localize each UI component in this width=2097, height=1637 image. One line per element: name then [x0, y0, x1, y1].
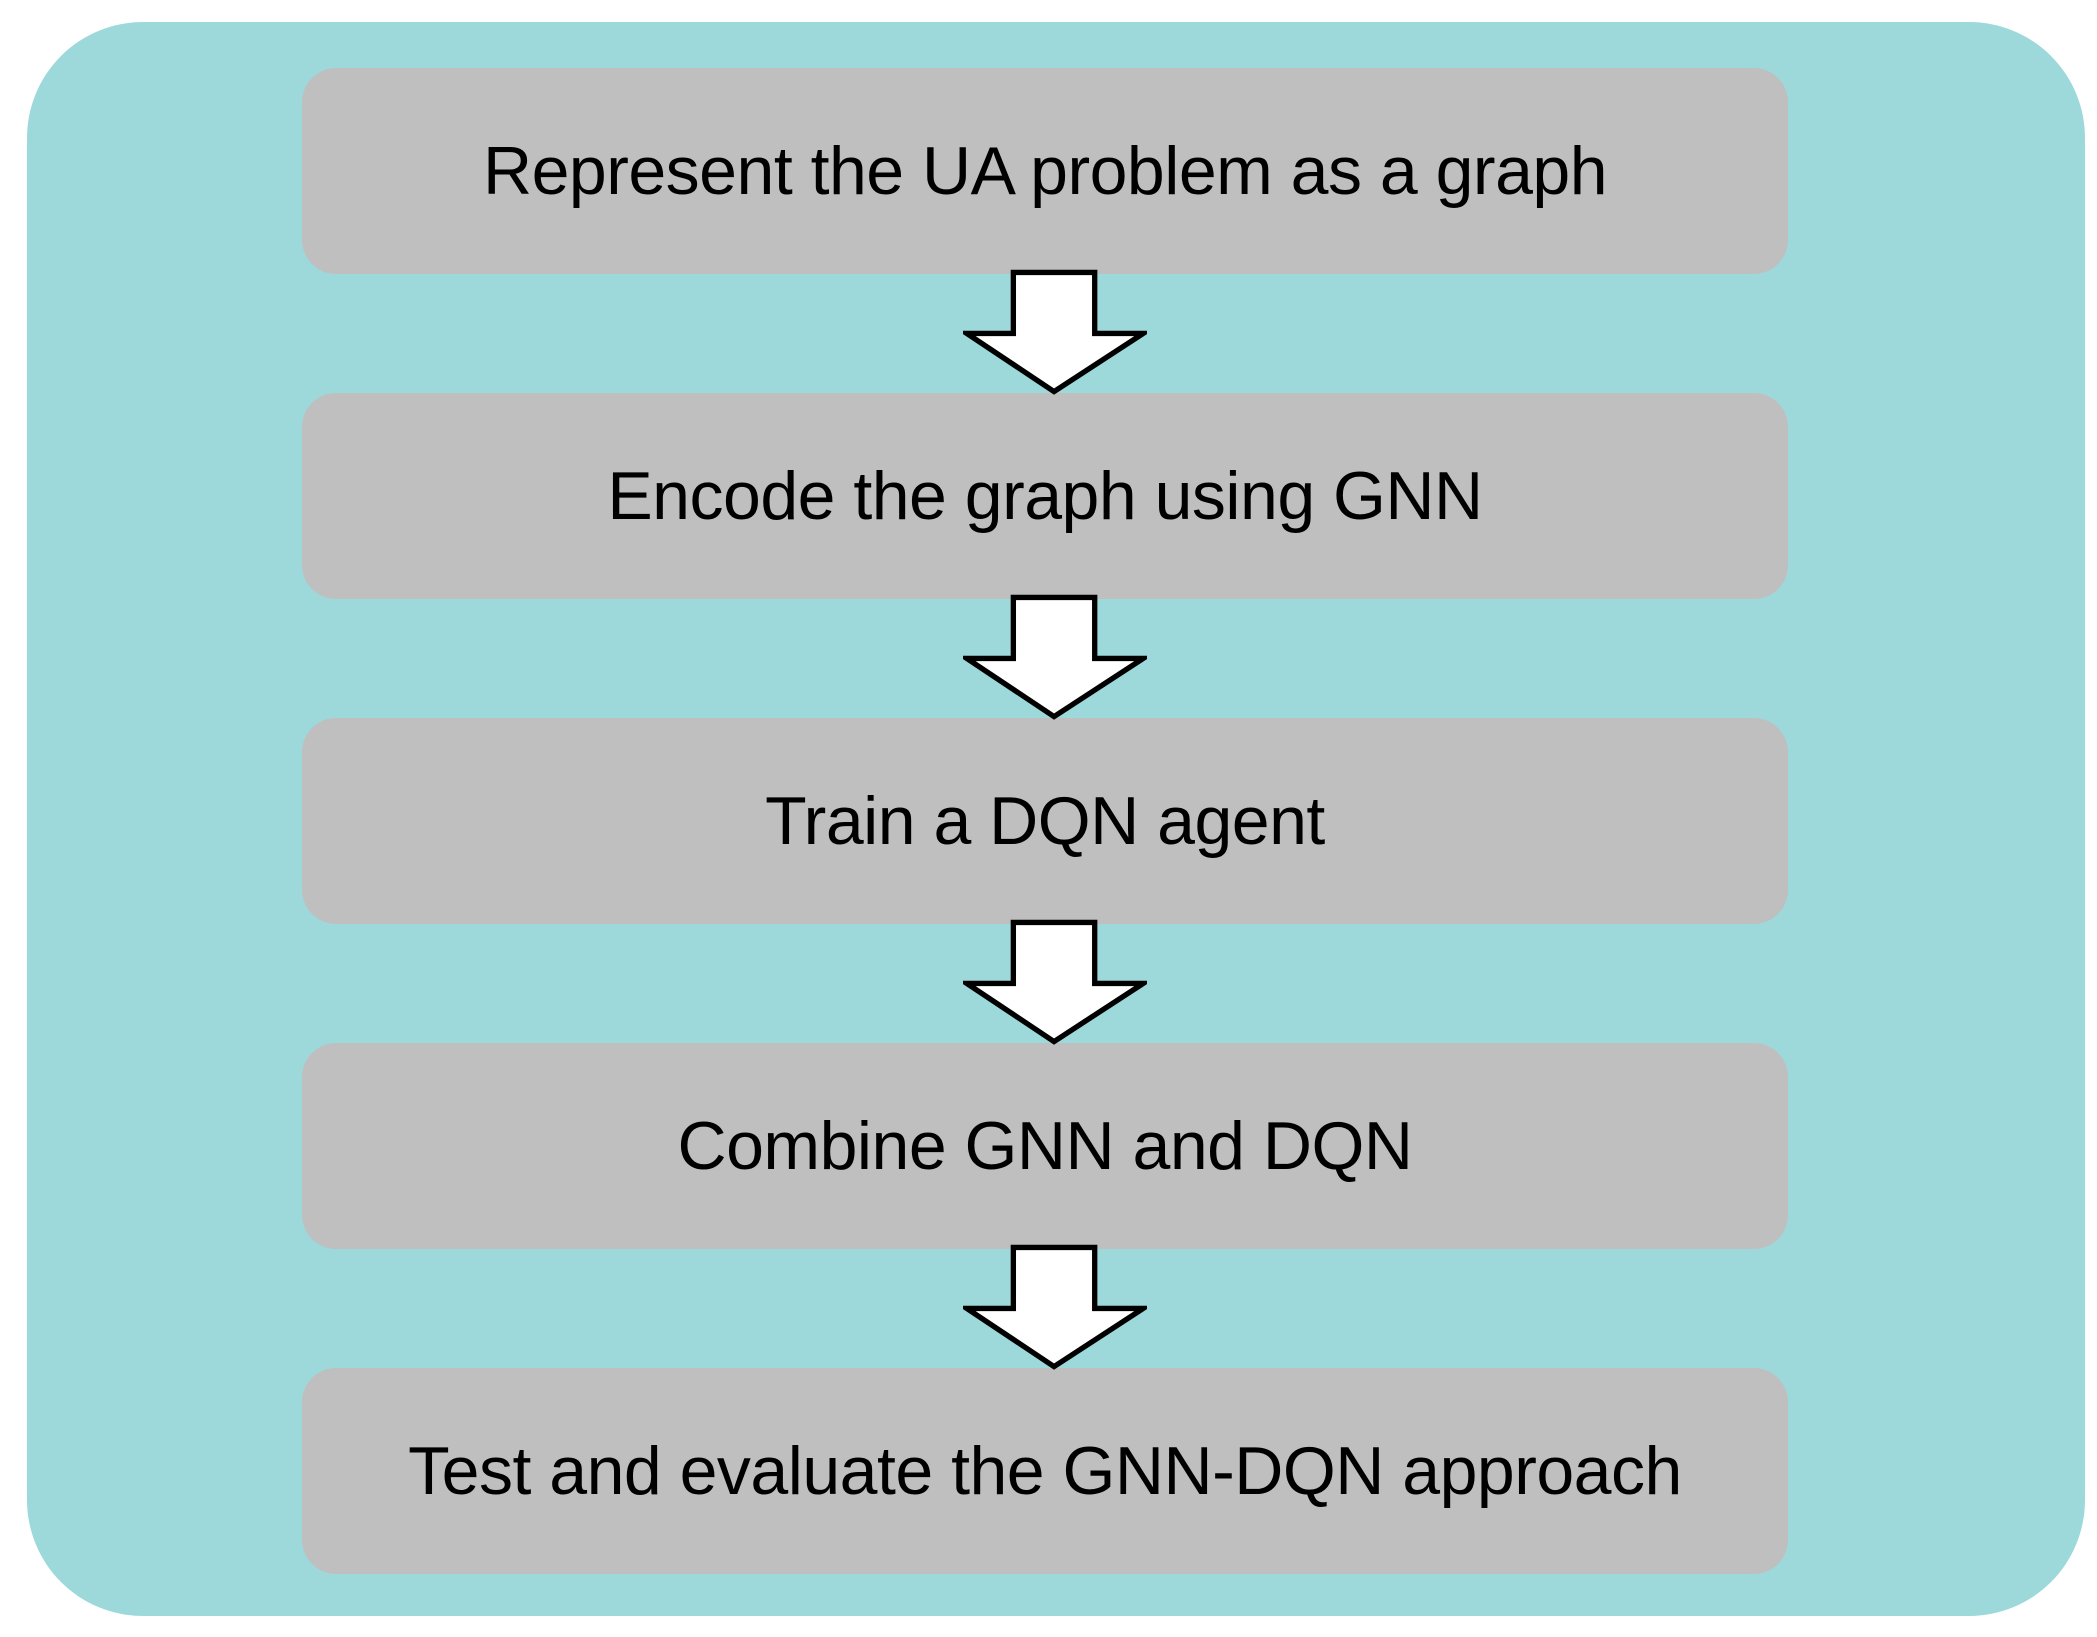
flowchart-container: Represent the UA problem as a graph Enco…	[27, 22, 2085, 1616]
step-box-4: Combine GNN and DQN	[302, 1043, 1788, 1249]
step-box-2: Encode the graph using GNN	[302, 393, 1788, 599]
arrow-row-3	[302, 919, 1788, 1045]
step-box-3: Train a DQN agent	[302, 718, 1788, 924]
arrow-row-4	[302, 1244, 1788, 1370]
step-box-5: Test and evaluate the GNN-DQN approach	[302, 1368, 1788, 1574]
arrow-row-1	[302, 269, 1788, 395]
step-box-1: Represent the UA problem as a graph	[302, 68, 1788, 274]
down-arrow-icon	[963, 919, 1147, 1045]
arrow-row-2	[302, 594, 1788, 720]
step-label-5: Test and evaluate the GNN-DQN approach	[408, 1433, 1682, 1509]
step-label-2: Encode the graph using GNN	[607, 458, 1483, 534]
down-arrow-icon	[963, 269, 1147, 395]
step-label-1: Represent the UA problem as a graph	[482, 133, 1608, 209]
step-label-3: Train a DQN agent	[765, 783, 1325, 859]
step-label-4: Combine GNN and DQN	[677, 1108, 1413, 1184]
down-arrow-icon	[963, 594, 1147, 720]
down-arrow-icon	[963, 1244, 1147, 1370]
flow-column: Represent the UA problem as a graph Enco…	[302, 68, 1788, 1574]
